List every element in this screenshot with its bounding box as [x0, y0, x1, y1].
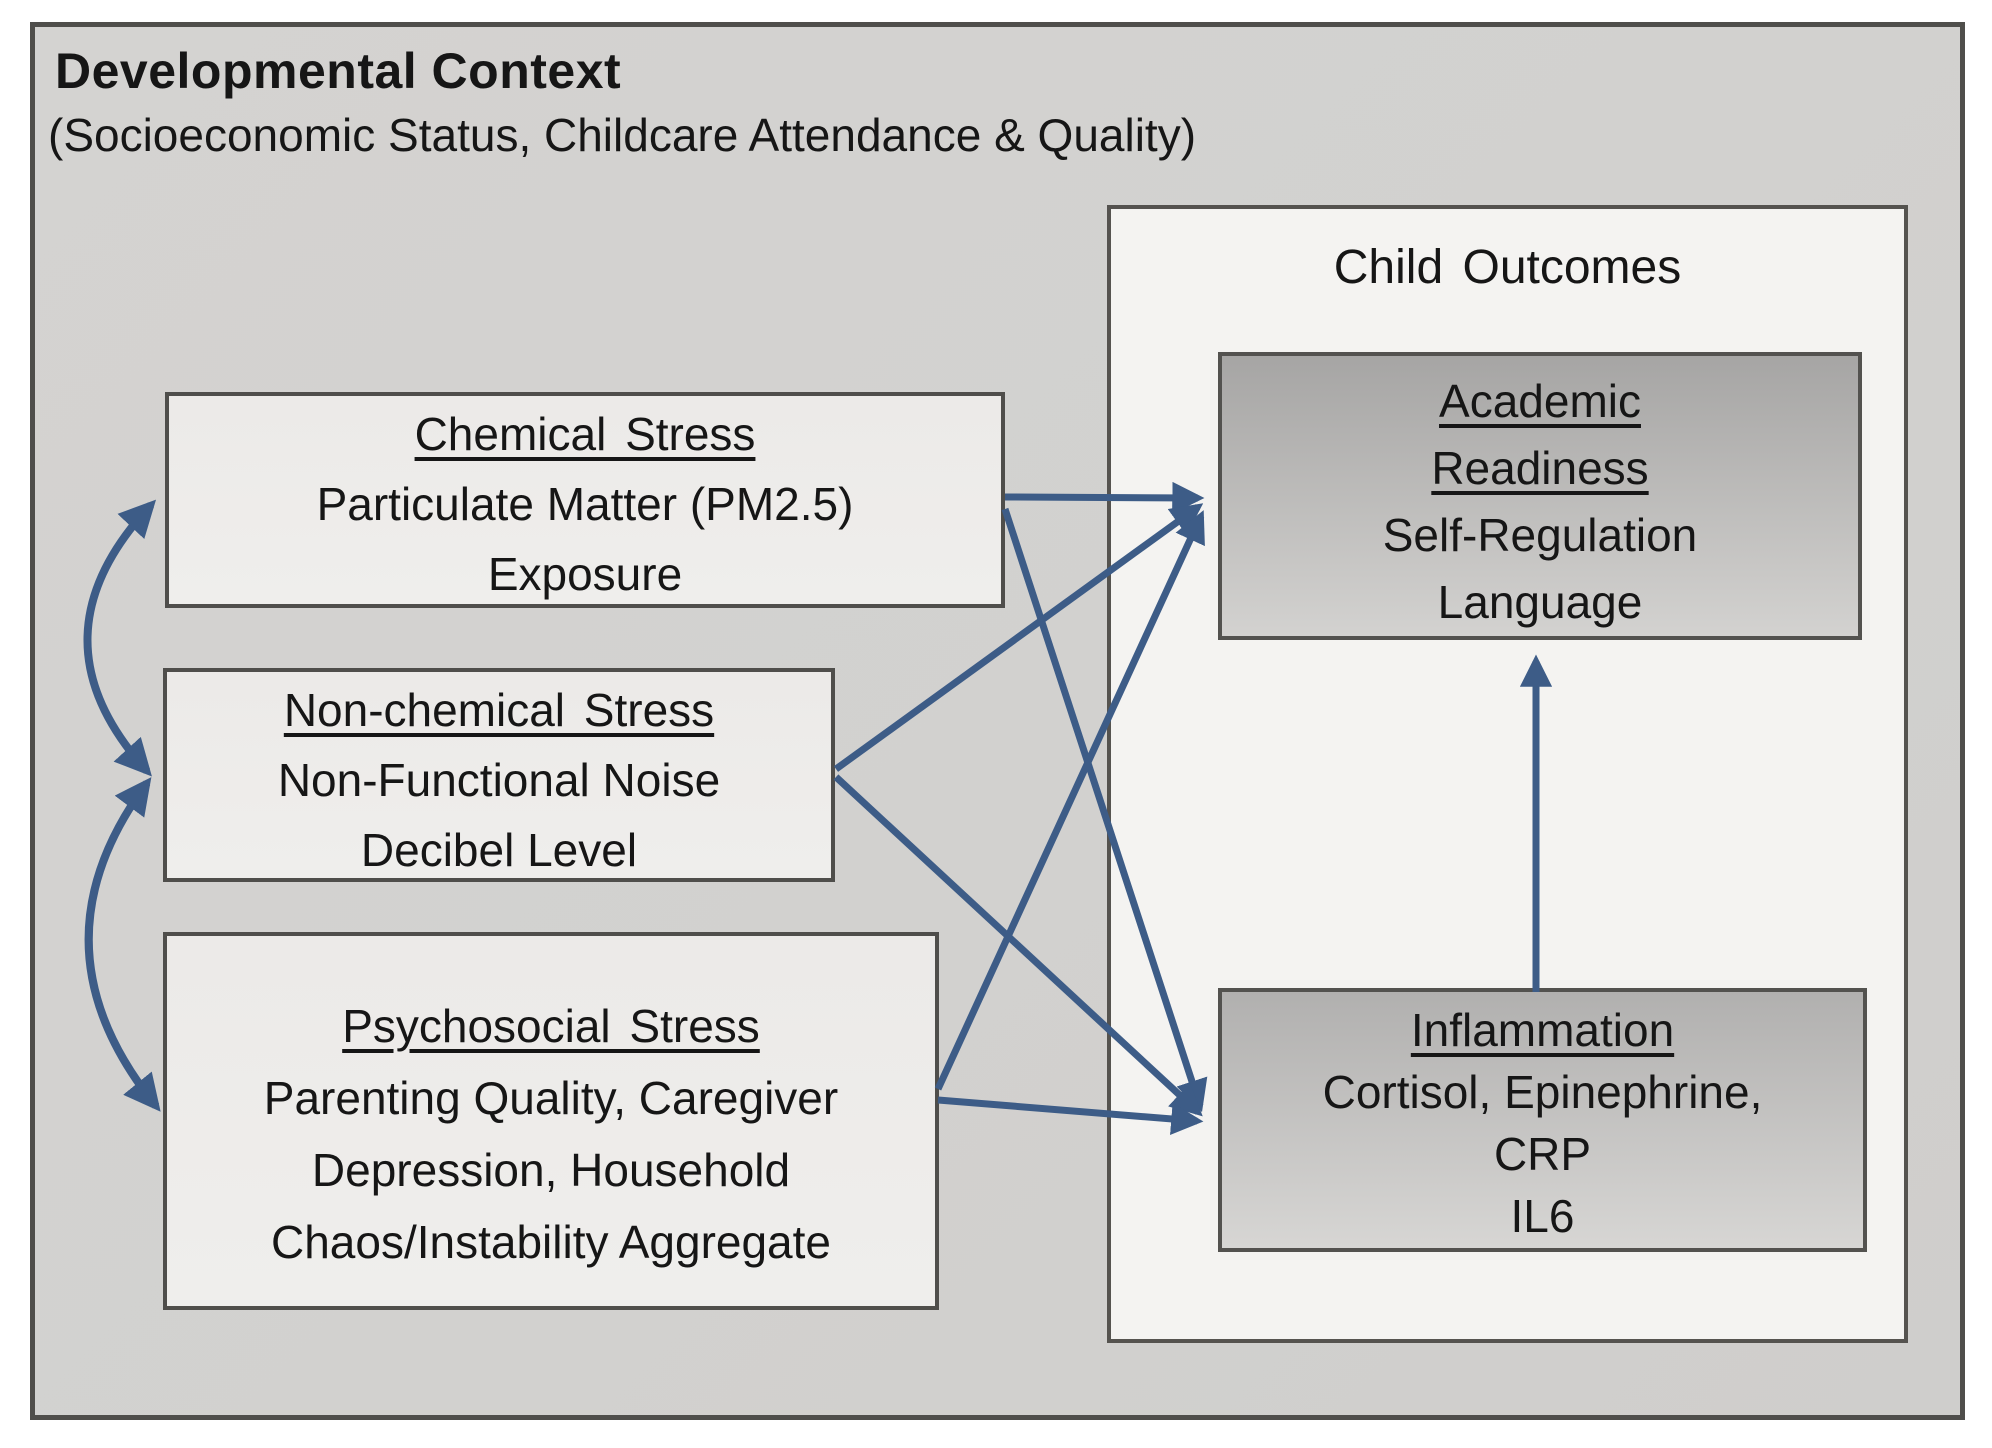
psychosocial-stress-line: Parenting Quality, Caregiver: [263, 1072, 839, 1124]
inflammation-line: CRP: [1493, 1128, 1592, 1180]
developmental-context-subtitle: (Socioeconomic Status, Childcare Attenda…: [48, 109, 1197, 161]
academic-readiness-title: Academic: [1439, 375, 1641, 427]
chemical-stress-line: Particulate Matter (PM2.5): [316, 478, 854, 530]
academic-readiness-line: Self-Regulation: [1382, 509, 1698, 561]
inflammation-box: Inflammation Cortisol, Epinephrine, CRP …: [1218, 988, 1867, 1252]
psychosocial-stress-title: Psychosocial Stress: [342, 1000, 760, 1052]
nonchemical-stress-box: Non-chemical Stress Non-Functional Noise…: [163, 668, 835, 882]
chemical-stress-box: Chemical Stress Particulate Matter (PM2.…: [165, 392, 1005, 608]
academic-readiness-box: Academic Readiness Self-Regulation Langu…: [1218, 352, 1862, 640]
psychosocial-stress-line: Depression, Household: [311, 1144, 791, 1196]
chemical-stress-line: Exposure: [487, 548, 683, 600]
nonchemical-stress-line: Non-Functional Noise: [277, 754, 721, 806]
nonchemical-stress-line: Decibel Level: [360, 824, 638, 876]
child-outcomes-title: Child Outcomes: [1333, 241, 1682, 294]
psychosocial-stress-box: Psychosocial Stress Parenting Quality, C…: [163, 932, 939, 1310]
academic-readiness-title: Readiness: [1431, 442, 1649, 494]
inflammation-line: Cortisol, Epinephrine,: [1322, 1066, 1763, 1118]
academic-readiness-line: Language: [1437, 576, 1643, 628]
nonchemical-stress-title: Non-chemical Stress: [283, 684, 715, 736]
inflammation-title: Inflammation: [1410, 1004, 1675, 1056]
inflammation-line: IL6: [1510, 1190, 1575, 1242]
chemical-stress-title: Chemical Stress: [414, 408, 756, 460]
psychosocial-stress-line: Chaos/Instability Aggregate: [270, 1216, 832, 1268]
developmental-context-title: Developmental Context: [55, 43, 622, 99]
